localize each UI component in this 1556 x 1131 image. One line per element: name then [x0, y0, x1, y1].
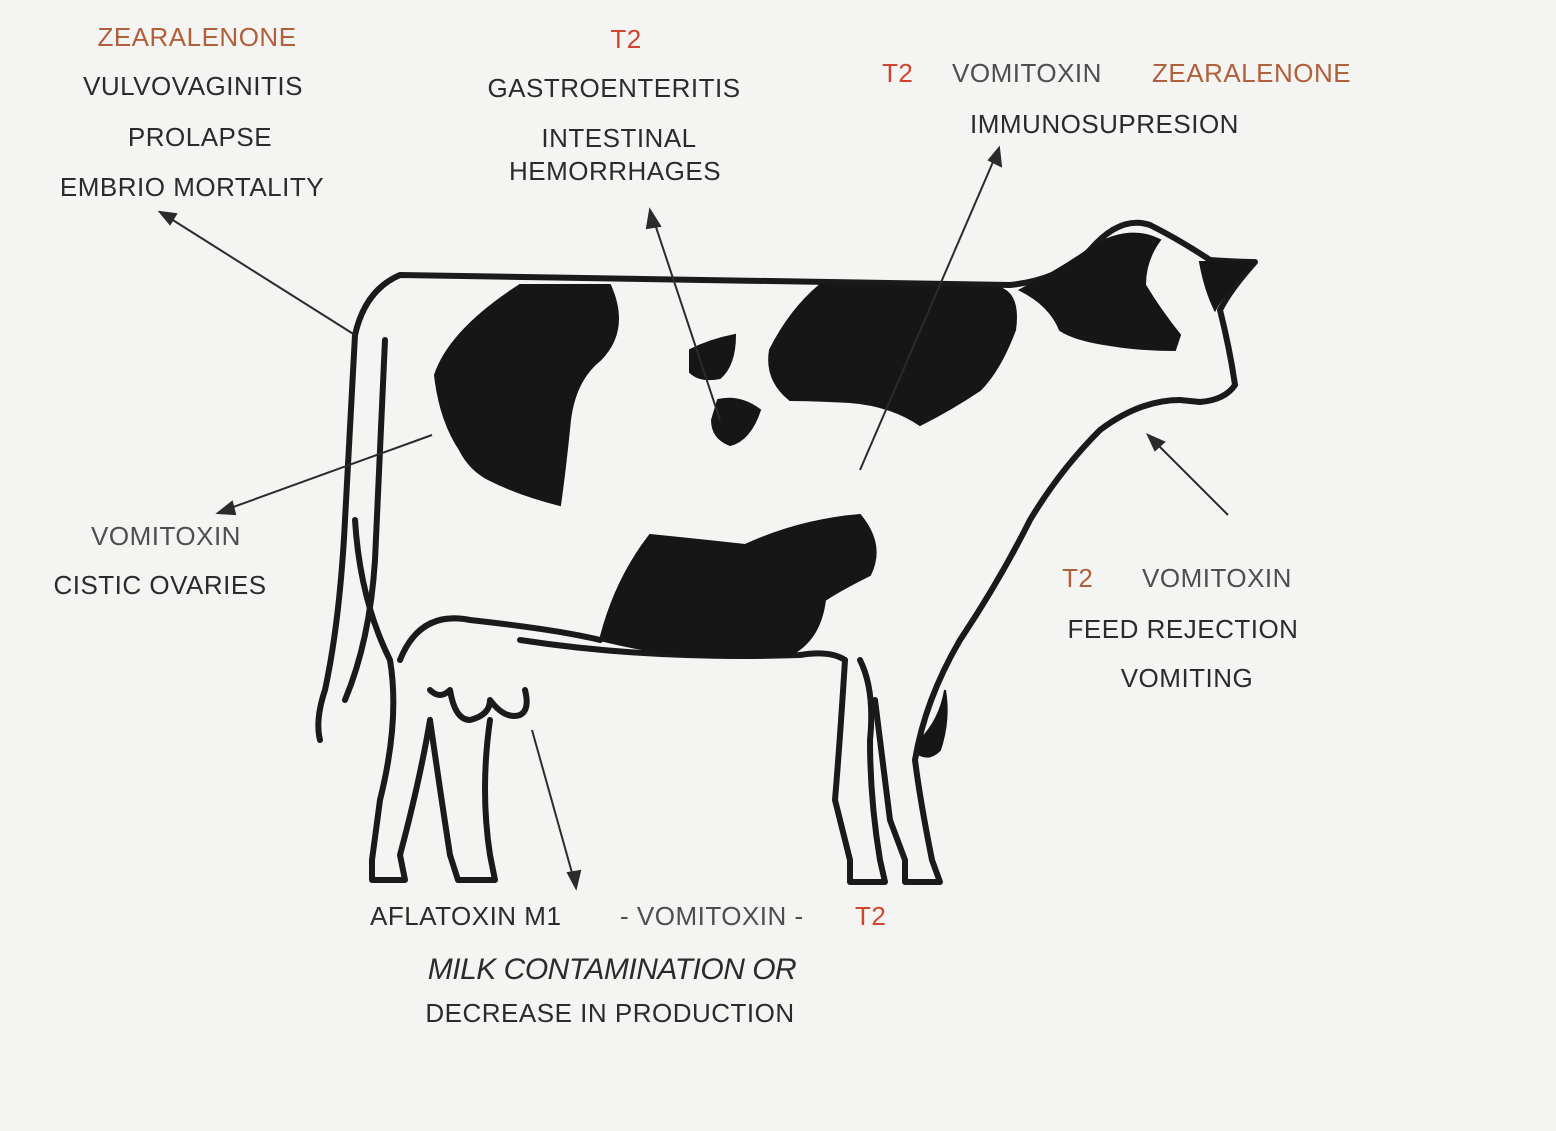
immune-toxin-1: T2: [882, 60, 913, 86]
feeding-effect-2: VOMITING: [1121, 665, 1254, 691]
digestive-toxin: T2: [610, 26, 641, 52]
arrowhead-digestive: [647, 210, 660, 228]
ovaries-toxin: VOMITOXIN: [91, 523, 241, 549]
arrowhead-ovaries: [218, 502, 235, 514]
milk-toxin-1: AFLATOXIN M1: [370, 903, 561, 929]
arrows: [160, 148, 1228, 888]
immune-effect: IMMUNOSUPRESION: [970, 111, 1239, 137]
arrow-reproductive: [168, 217, 355, 335]
immune-toxin-3: ZEARALENONE: [1152, 60, 1351, 86]
milk-toxin-3: T2: [855, 903, 886, 929]
digestive-effect-2: INTESTINAL: [541, 125, 696, 151]
reproductive-effect-3: EMBRIO MORTALITY: [60, 174, 324, 200]
arrow-ovaries: [225, 435, 432, 510]
arrow-milk: [532, 730, 574, 880]
milk-effect-main: MILK CONTAMINATION OR: [428, 955, 796, 985]
digestive-effect-3: HEMORRHAGES: [509, 158, 721, 184]
reproductive-effect-1: VULVOVAGINITIS: [83, 73, 303, 99]
digestive-effect-1: GASTROENTERITIS: [487, 75, 740, 101]
reproductive-toxin: ZEARALENONE: [97, 24, 296, 50]
feeding-toxin-2: VOMITOXIN: [1142, 565, 1292, 591]
reproductive-effect-2: PROLAPSE: [128, 124, 272, 150]
arrowhead-milk: [568, 871, 580, 888]
arrow-feeding: [1153, 440, 1228, 515]
immune-toxin-2: VOMITOXIN: [952, 60, 1102, 86]
feeding-effect-1: FEED REJECTION: [1068, 616, 1299, 642]
arrowhead-immune: [989, 148, 1001, 166]
feeding-toxin-1: T2: [1062, 565, 1093, 591]
arrowhead-reproductive: [160, 212, 176, 224]
arrow-digestive: [653, 218, 720, 420]
ovaries-effect: CISTIC OVARIES: [53, 572, 266, 598]
milk-toxin-2: - VOMITOXIN -: [620, 903, 804, 929]
milk-effect-sub: DECREASE IN PRODUCTION: [425, 1000, 794, 1026]
